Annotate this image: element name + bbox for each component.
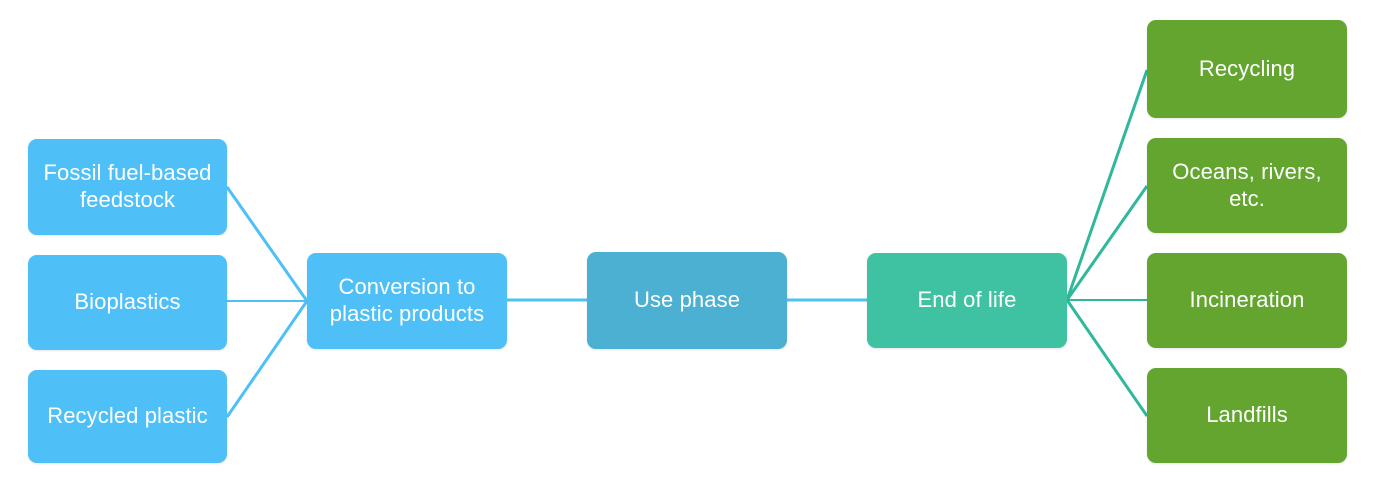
node-label-use-phase: Use phase [633,287,741,313]
node-fossil-fuel-based-feedstock[interactable]: Fossil fuel-based feedstock [28,139,227,235]
node-landfills[interactable]: Landfills [1147,368,1347,463]
node-incineration[interactable]: Incineration [1147,253,1347,348]
node-label-oceans-rivers-etc: Oceans, rivers, etc. [1172,158,1322,211]
node-label-bioplastics: Bioplastics [74,289,181,315]
node-conversion-to-plastic-products[interactable]: Conversion to plastic products [307,253,507,349]
edge-fossil-to-conversion [225,186,309,302]
node-recycled-plastic[interactable]: Recycled plastic [28,370,227,463]
node-label-recycled-plastic: Recycled plastic [47,403,208,429]
edge-end-of-life-to-recycling [1065,69,1149,301]
node-bioplastics[interactable]: Bioplastics [28,255,227,350]
node-recycling[interactable]: Recycling [1147,20,1347,118]
edge-recycled-to-conversion [225,300,309,418]
edge-end-of-life-to-landfills [1065,299,1149,417]
node-use-phase[interactable]: Use phase [587,252,787,349]
node-oceans-rivers-etc[interactable]: Oceans, rivers, etc. [1147,138,1347,233]
node-end-of-life[interactable]: End of life [867,253,1067,348]
node-label-fossil-fuel-based-feedstock: Fossil fuel-based feedstock [43,160,212,212]
node-label-conversion-to-plastic-products: Conversion to plastic products [329,274,485,326]
node-label-recycling: Recycling [1198,55,1296,81]
node-label-end-of-life: End of life [917,287,1017,313]
node-label-incineration: Incineration [1189,287,1305,313]
edge-end-of-life-to-oceans [1065,185,1149,301]
node-label-landfills: Landfills [1206,402,1288,428]
